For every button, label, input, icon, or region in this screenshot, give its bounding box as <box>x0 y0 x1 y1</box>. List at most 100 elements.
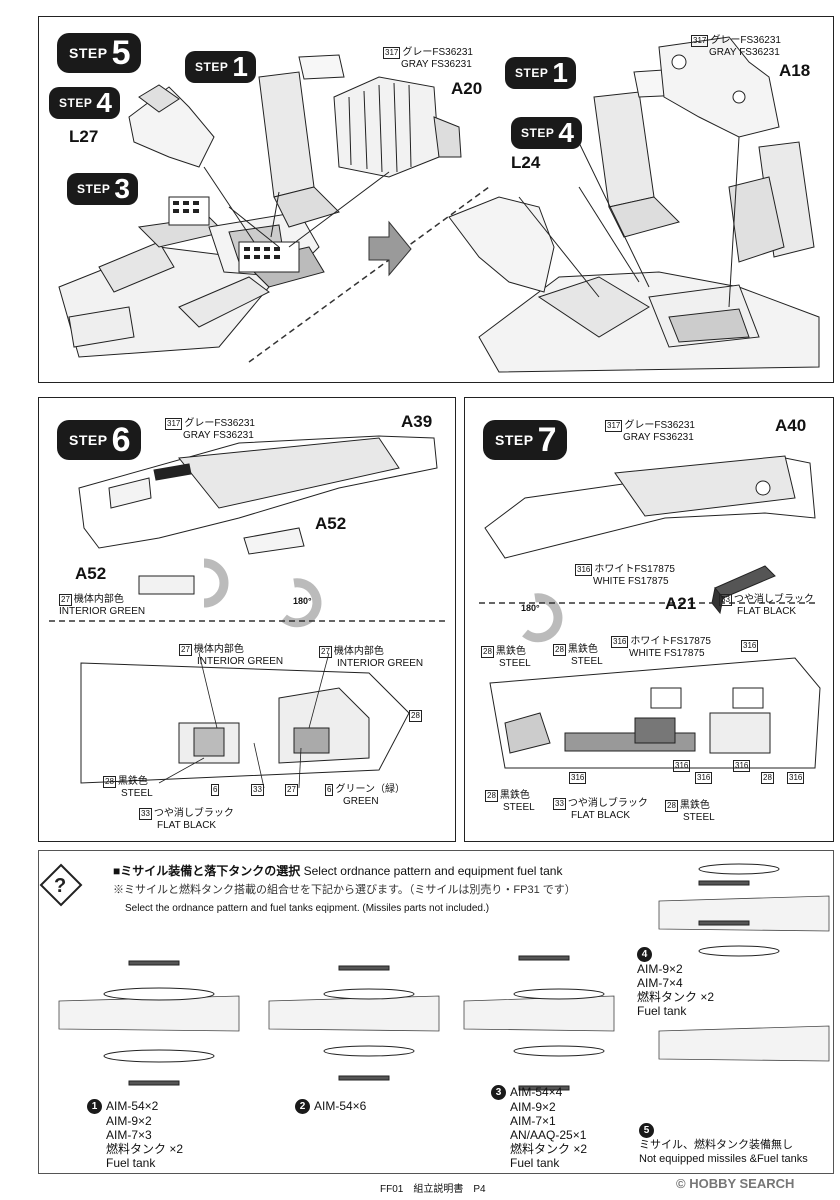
paint-name-en: GRAY FS36231 <box>709 47 780 58</box>
paint-name-jp: グレーFS36231 <box>402 47 473 58</box>
paint-name-jp: ホワイトFS17875 <box>630 636 711 647</box>
step-word: STEP <box>195 60 229 74</box>
part-l27: L27 <box>69 127 99 146</box>
option-line: AIM-7×4 <box>637 976 683 991</box>
paint-name-en: INTERIOR GREEN <box>337 658 424 669</box>
step-word: STEP <box>515 66 549 80</box>
part-a40: A40 <box>775 416 807 435</box>
paint-name-en: WHITE FS17875 <box>593 576 669 587</box>
callout-6a: 6 <box>211 784 221 796</box>
paint-number: 28 <box>485 790 498 802</box>
option-number: 1 <box>87 1099 102 1115</box>
callout-33: 33 <box>251 784 266 796</box>
callout-316-b: 316 <box>695 772 714 784</box>
paint-number: 28 <box>409 710 422 722</box>
paint-number: 28 <box>761 772 774 784</box>
paint-name-jp: 黒鉄色 <box>499 790 530 801</box>
step5-drawing <box>58 36 820 373</box>
ordnance-option-4[interactable]: 4 AIM-9×2 AIM-7×4 燃料タンク ×2 Fuel tank <box>637 947 714 1018</box>
step7-title-badge: STEP 7 <box>483 420 567 460</box>
option-number: 3 <box>491 1085 506 1101</box>
paint-number: 28 <box>103 776 116 788</box>
option-line: ミサイル、燃料タンク装備無し <box>639 1139 793 1151</box>
rotate-180-label: 180° <box>293 596 312 606</box>
paint-name-jp: つや消しブラック <box>567 798 648 809</box>
paint-name-jp: グレーFS36231 <box>624 420 695 431</box>
callout-28-right: 28 <box>409 710 424 722</box>
paint-name-jp: 黒鉄色 <box>495 646 526 657</box>
paint-name-jp: 機体内部色 <box>193 644 244 655</box>
paint-name-en: FLAT BLACK <box>157 820 217 831</box>
paint-name-jp: グレーFS36231 <box>710 35 781 46</box>
option-line: Fuel tank <box>510 1156 560 1171</box>
step5-ref-step4-right: STEP 4 <box>511 117 582 149</box>
watermark: © HOBBY SEARCH <box>676 1176 795 1191</box>
option-number: 5 <box>639 1123 654 1138</box>
ordnance-note-jp: ※ミサイルと燃料タンク搭載の組合せを下記から選びます。（ミサイルは別売り・FP3… <box>113 884 576 896</box>
heading-en: Select ordnance pattern and equipment fu… <box>303 864 563 878</box>
heading-jp: ■ミサイル装備と落下タンクの選択 <box>113 864 301 878</box>
part-a21: A21 <box>665 594 697 613</box>
paint-number: 28 <box>665 800 678 812</box>
svg-text:?: ? <box>54 875 66 897</box>
paint-name-en: FLAT BLACK <box>737 606 797 617</box>
paint-name-en: WHITE FS17875 <box>629 648 705 659</box>
paint-number: 316 <box>569 772 587 784</box>
ordnance-option-5[interactable]: 5 ミサイル、燃料タンク装備無し Not equipped missiles &… <box>639 1123 808 1166</box>
paint-name-en: STEEL <box>503 802 535 813</box>
paint-name-en: GREEN <box>343 796 379 807</box>
paint-name-jp: つや消しブラック <box>733 594 814 605</box>
callout-316-a: 316 <box>569 772 588 784</box>
step6-drawing <box>49 435 445 789</box>
step-number: 7 <box>537 421 557 459</box>
option-line: AIM-9×2 <box>637 962 683 977</box>
paint-number: 316 <box>787 772 805 784</box>
step7-drawing <box>479 455 821 769</box>
paint-name-jp: ホワイトFS17875 <box>594 564 675 575</box>
callout-316-e: 316 <box>673 760 692 772</box>
paint-name-jp: 黒鉄色 <box>567 644 598 655</box>
option-line: AIM-7×1 <box>510 1114 556 1129</box>
option-line: AIM-7×3 <box>106 1128 152 1143</box>
paint-number: 317 <box>691 35 709 47</box>
paint-name-en: INTERIOR GREEN <box>197 656 284 667</box>
ordnance-note-en: Select the ordnance pattern and fuel tan… <box>125 903 490 914</box>
ordnance-heading: ■ミサイル装備と落下タンクの選択 Select ordnance pattern… <box>113 865 562 877</box>
paint-name-en: STEEL <box>499 658 531 669</box>
step6-title-badge: STEP 6 <box>57 420 141 460</box>
paint-number: 316 <box>611 636 629 648</box>
paint-name-jp: グレーFS36231 <box>184 418 255 429</box>
paint-number: 27 <box>319 646 332 658</box>
paint-number: 27 <box>59 594 72 606</box>
paint-name-en: STEEL <box>683 812 715 823</box>
step-number: 1 <box>552 57 568 88</box>
option-line: 燃料タンク ×2 <box>637 990 715 1005</box>
paint-number: 316 <box>695 772 713 784</box>
step5-ref-step4-left: STEP 4 <box>49 87 120 119</box>
paint-number: 27 <box>179 644 192 656</box>
step-number: 4 <box>558 117 574 148</box>
step-word: STEP <box>59 96 93 110</box>
paint-number: 33 <box>139 808 152 820</box>
step5-title-badge: STEP 5 <box>57 33 141 73</box>
option-line: Fuel tank <box>637 1004 687 1019</box>
step-number: 1 <box>232 51 248 82</box>
paint-name-en: STEEL <box>121 788 153 799</box>
part-a18: A18 <box>779 61 811 80</box>
paint-name-jp: 機体内部色 <box>73 594 124 605</box>
option-line: 燃料タンク ×2 <box>106 1142 184 1157</box>
